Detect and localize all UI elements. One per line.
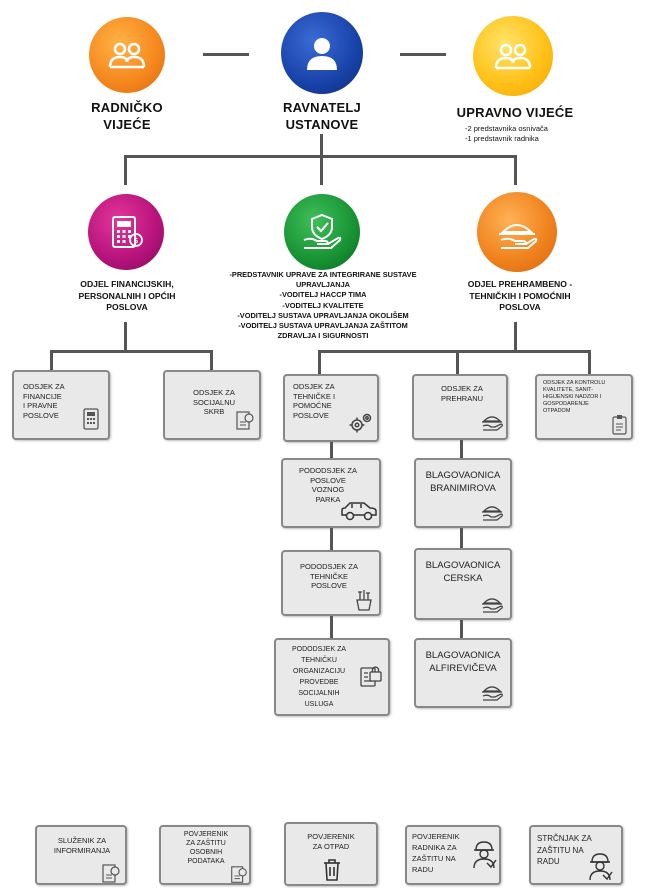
uprava-sustavi-circle — [284, 194, 360, 270]
food-tray-icon — [499, 224, 538, 249]
gears-icon — [349, 413, 372, 433]
person-icon — [307, 38, 337, 70]
left-branch-a — [50, 350, 53, 370]
upravno-vijece-title: UPRAVNO VIJEĆE — [456, 105, 574, 120]
right-branch-a — [318, 350, 321, 375]
connector-left — [203, 53, 249, 56]
right-branch-c — [588, 350, 591, 375]
tech-down-3 — [330, 616, 333, 640]
branch-left — [124, 155, 127, 185]
odjel-prehrambeni-circle — [477, 192, 557, 272]
right-branch-b — [456, 350, 459, 375]
clipboard-icon — [612, 415, 627, 435]
calculator-icon — [83, 408, 99, 430]
food-tray-icon — [482, 686, 503, 701]
trash-icon — [324, 859, 340, 881]
branch-right — [514, 155, 517, 185]
right-dept-down — [514, 322, 517, 352]
food-down-3 — [460, 620, 463, 640]
uprava-sustavi-text: -PREDSTAVNIK UPRAVE ZA INTEGRIRANE SUSTA… — [229, 270, 417, 341]
document-icon — [231, 866, 247, 883]
group-icon — [108, 42, 146, 69]
odjel-financijski-circle: $ — [88, 194, 164, 270]
left-section-branch — [50, 350, 213, 353]
svg-text:$: $ — [133, 236, 138, 245]
upravno-vijece-circle — [473, 16, 553, 96]
right-section-branch — [318, 350, 591, 353]
worker-icon — [473, 841, 497, 869]
tech-down-1 — [330, 442, 333, 460]
upravno-vijece-note: -2 predstavnika osnivača-1 predstavnik r… — [465, 124, 548, 143]
group-icon — [494, 43, 532, 70]
ravnatelj-circle — [281, 12, 363, 94]
food-tray-icon — [482, 506, 503, 521]
branch-center — [320, 155, 323, 185]
worker-icon — [589, 853, 613, 881]
shield-hand-icon — [303, 213, 342, 249]
food-down-1 — [460, 440, 463, 460]
food-down-2 — [460, 528, 463, 550]
tech-down-2 — [330, 528, 333, 552]
tools-icon — [356, 590, 372, 611]
food-tray-icon — [482, 416, 503, 431]
ravnatelj-down-line — [320, 134, 323, 157]
connector-right — [400, 53, 446, 56]
document-icon — [236, 411, 254, 430]
left-dept-down — [124, 322, 127, 352]
calculator-icon: $ — [112, 216, 143, 248]
lock-icon — [360, 666, 382, 687]
car-icon — [341, 502, 377, 521]
document-icon — [102, 864, 120, 883]
radnicko-vijece-circle — [89, 17, 165, 93]
left-branch-b — [210, 350, 213, 370]
food-tray-icon — [482, 598, 503, 613]
